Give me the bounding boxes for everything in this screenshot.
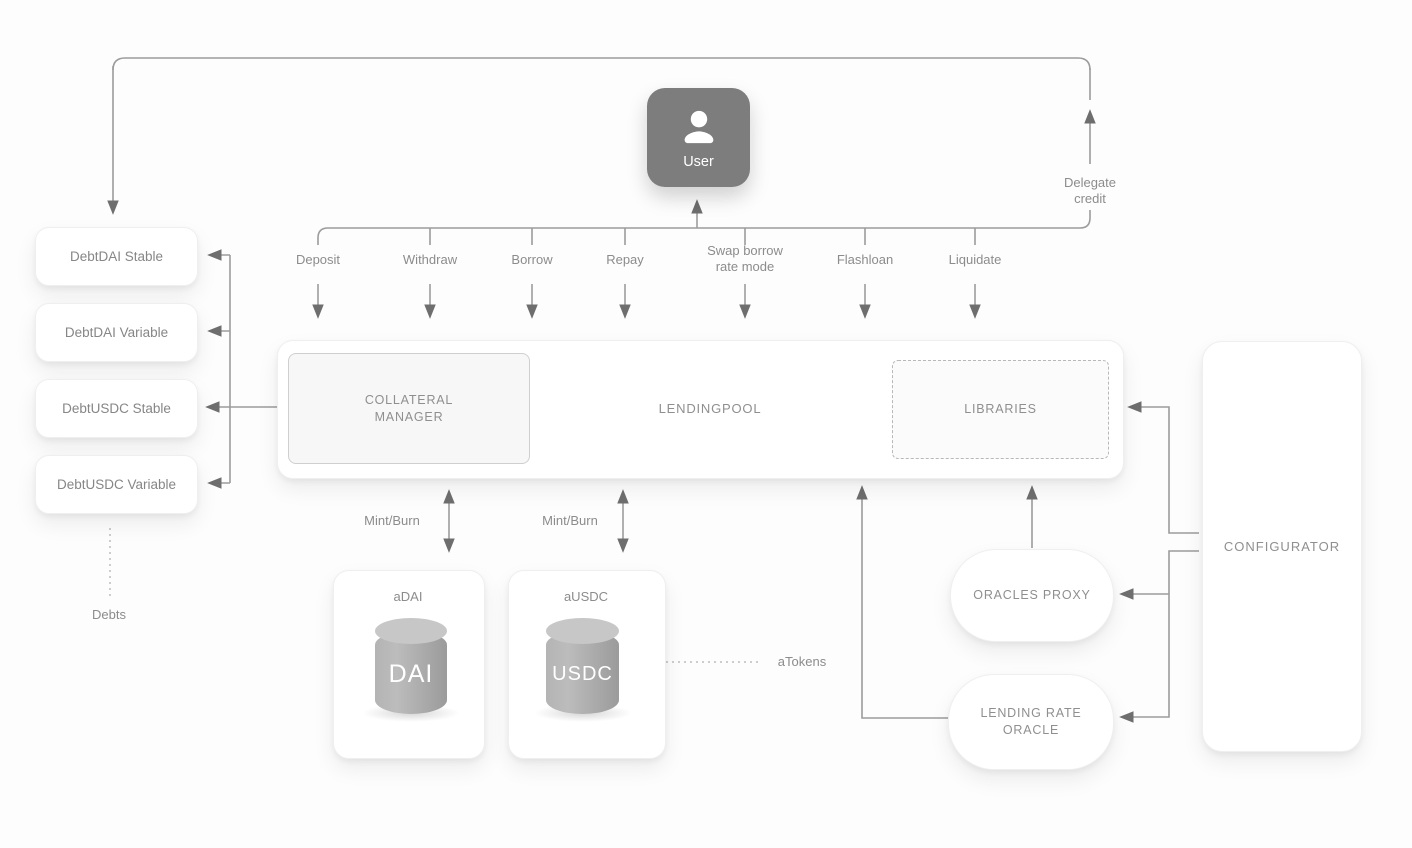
collateral-manager-label: COLLATERAL MANAGER: [364, 392, 454, 424]
node-debtusdc-variable: DebtUSDC Variable: [35, 455, 198, 514]
node-configurator: CONFIGURATOR: [1202, 341, 1362, 752]
user-icon: [684, 110, 713, 143]
libraries-label: LIBRARIES: [964, 402, 1037, 416]
action-label-swap-borrow-rate-mode: Swap borrow rate mode: [707, 243, 783, 274]
debtdai-variable-label: DebtDAI Variable: [64, 325, 169, 340]
action-label-withdraw: Withdraw: [402, 252, 458, 267]
action-label-repay: Repay: [606, 252, 644, 267]
node-oracles-proxy: ORACLES PROXY: [950, 549, 1114, 642]
debts-group-label: Debts: [92, 607, 126, 622]
arrow-configurator-to-libraries: [1127, 401, 1199, 534]
action-label-liquidate: Liquidate: [948, 252, 1002, 267]
dai-cylinder-label: DAI: [388, 660, 434, 688]
action-label-flashloan: Flashloan: [836, 252, 894, 267]
atokens-group-label: aTokens: [777, 654, 827, 669]
delegate-credit-label: Delegate credit: [1063, 175, 1117, 206]
node-debtdai-variable: DebtDAI Variable: [35, 303, 198, 362]
debtusdc-variable-label: DebtUSDC Variable: [56, 477, 177, 492]
debtdai-stable-label: DebtDAI Stable: [69, 249, 164, 264]
node-debtdai-stable: DebtDAI Stable: [35, 227, 198, 286]
oracles-proxy-label: ORACLES PROXY: [973, 588, 1091, 602]
node-debtusdc-stable: DebtUSDC Stable: [35, 379, 198, 438]
node-user: User: [647, 88, 750, 187]
user-label: User: [683, 153, 714, 170]
action-bus: [317, 210, 1091, 245]
node-lending-rate-oracle: LENDING RATE ORACLE: [948, 674, 1114, 770]
ausdc-label: aUSDC: [563, 589, 609, 604]
debtusdc-stable-label: DebtUSDC Stable: [62, 401, 171, 416]
arrow-configurator-to-lending-rate-oracle: [1119, 550, 1199, 723]
usdc-cylinder: USDC: [546, 618, 619, 714]
node-libraries: LIBRARIES: [892, 360, 1109, 459]
action-label-deposit: Deposit: [295, 252, 341, 267]
usdc-cylinder-label: USDC: [552, 663, 613, 685]
arrow-lending-rate-oracle-to-pool: [856, 485, 948, 719]
top-loop-line: [112, 57, 1091, 71]
node-collateral-manager: COLLATERAL MANAGER: [288, 353, 530, 464]
lending-rate-oracle-label: LENDING RATE ORACLE: [980, 706, 1082, 737]
dai-cylinder: DAI: [375, 618, 447, 714]
mint-burn-label-dai: Mint/Burn: [364, 513, 420, 528]
lendingpool-title: LENDINGPOOL: [658, 401, 762, 416]
action-label-borrow: Borrow: [511, 252, 553, 267]
configurator-label: CONFIGURATOR: [1223, 539, 1341, 554]
mint-burn-label-usdc: Mint/Burn: [542, 513, 598, 528]
adai-label: aDAI: [393, 589, 423, 604]
